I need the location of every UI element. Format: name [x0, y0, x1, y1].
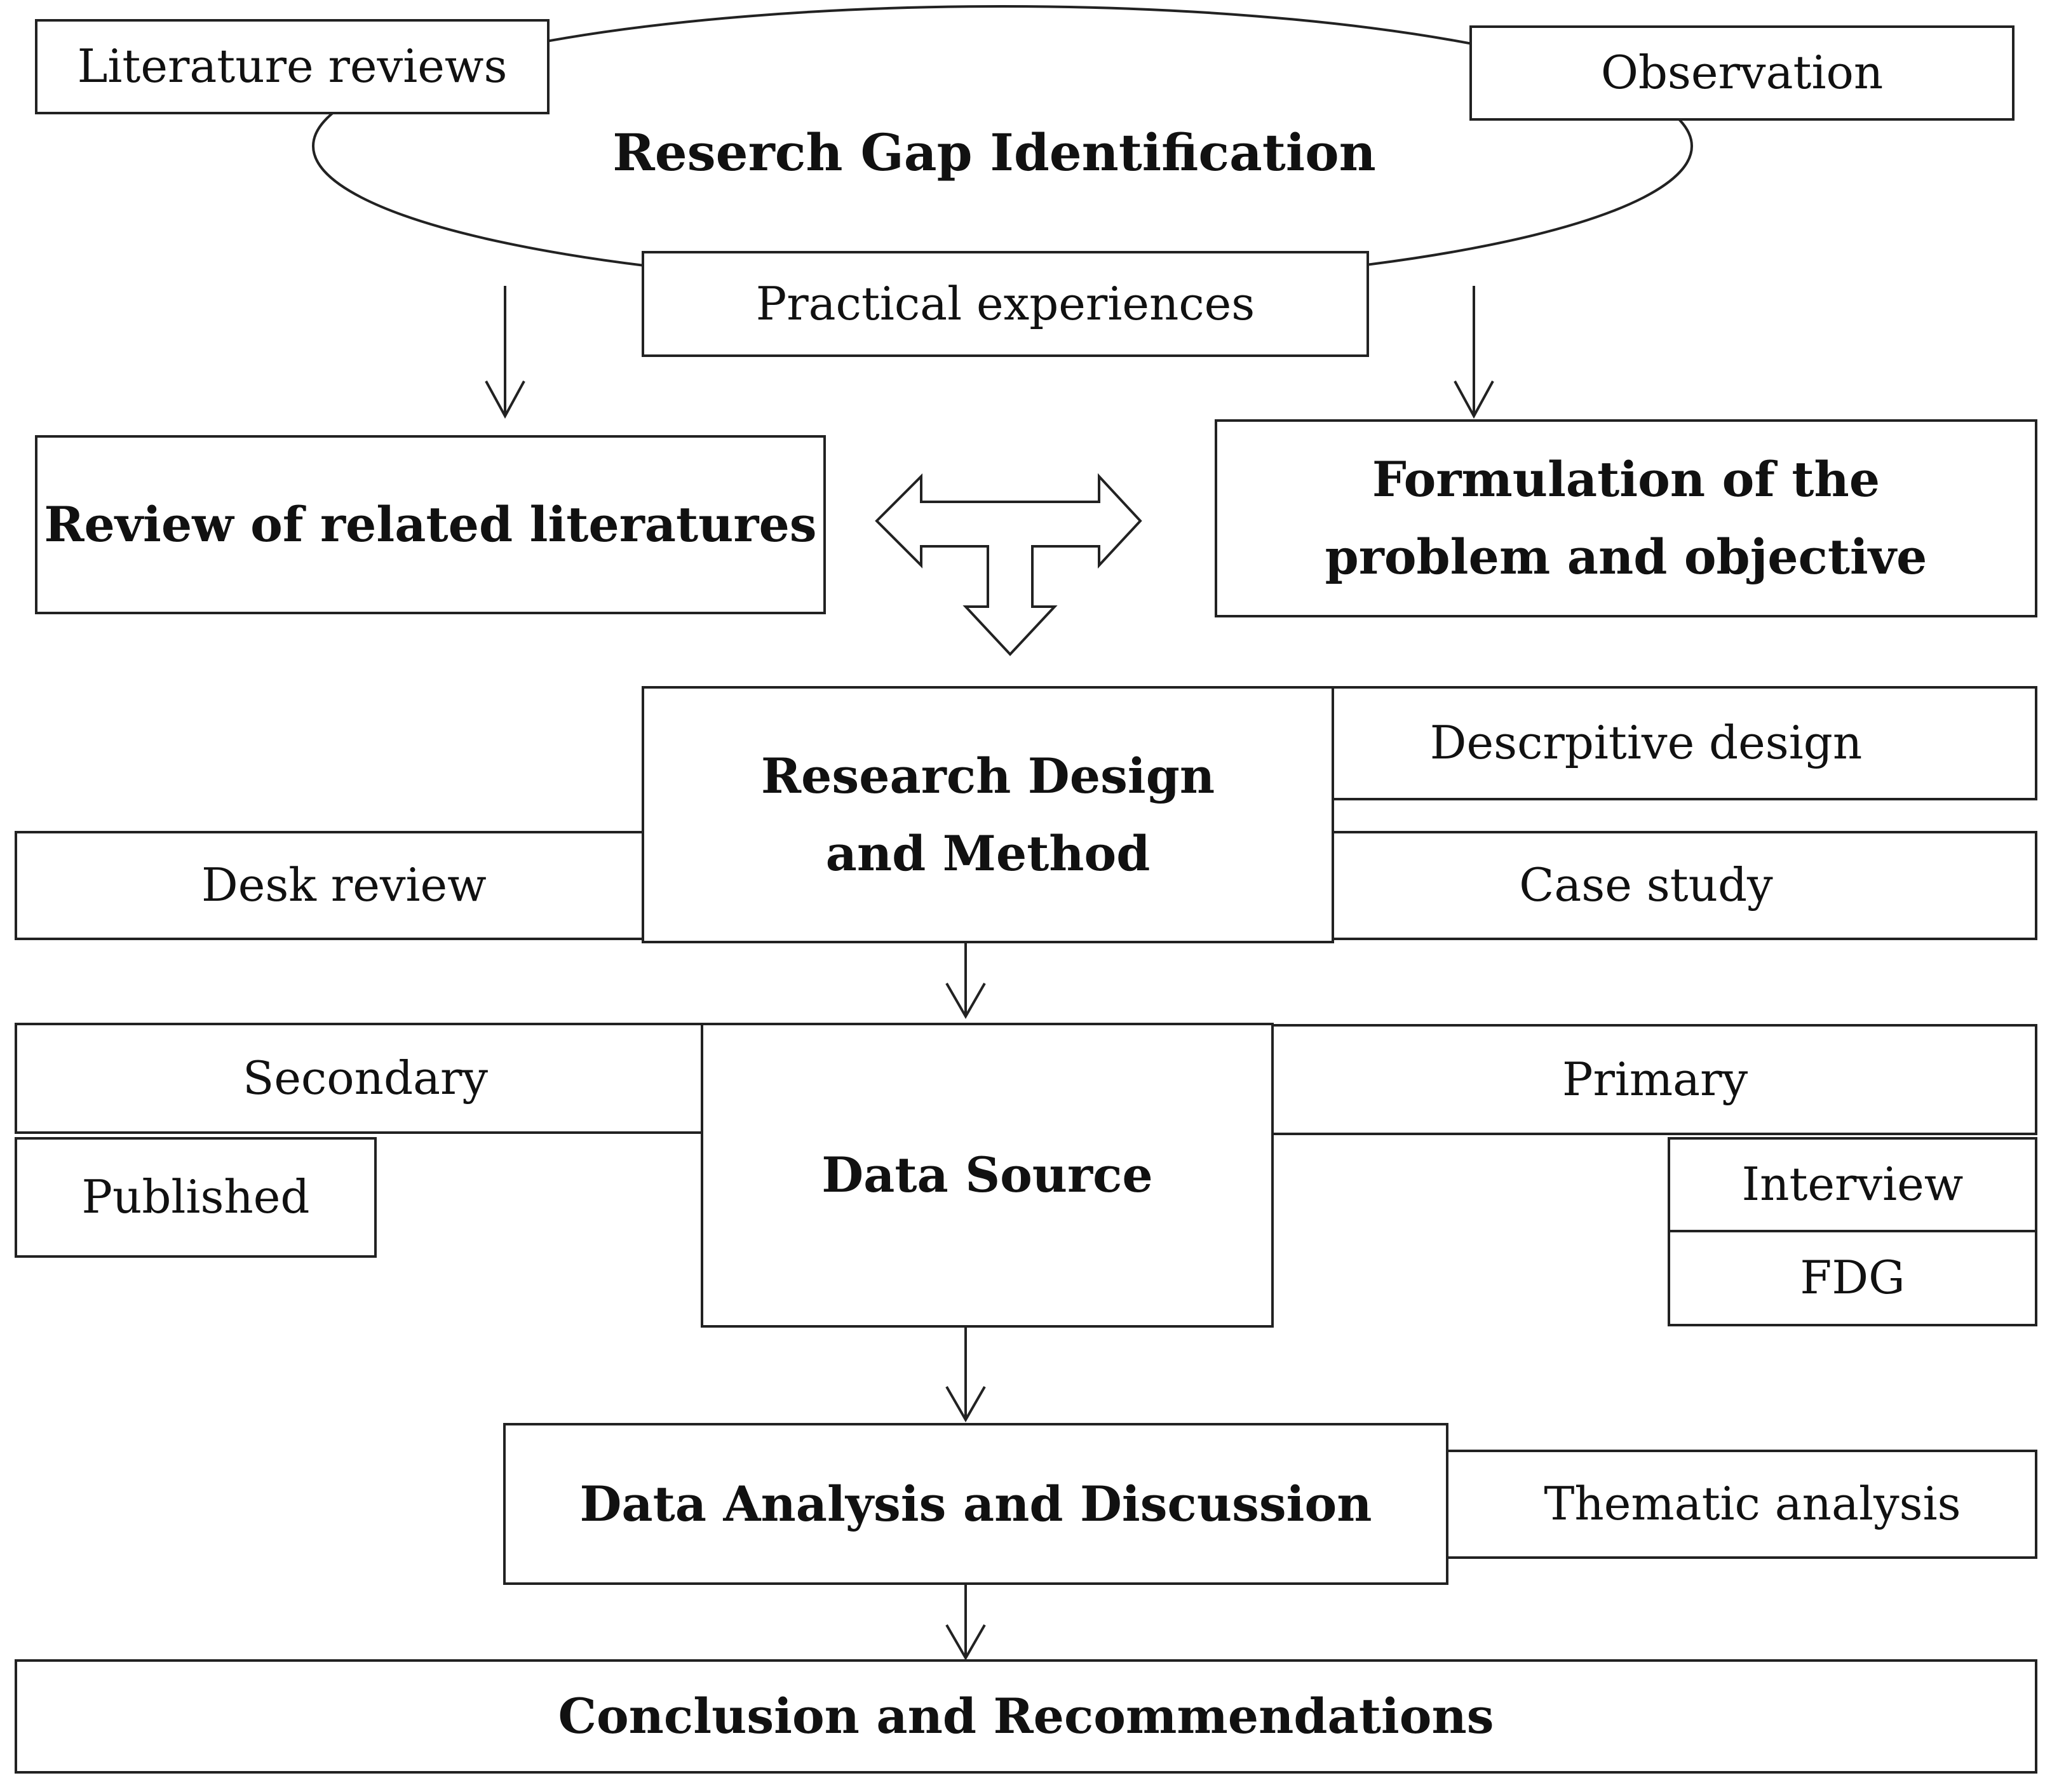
descriptive-design-label: Descrpitive design: [1429, 716, 1863, 770]
formulation-label: Formulation of the problem and objective: [1325, 451, 1927, 585]
thematic-analysis-label: Thematic analysis: [1544, 1477, 1961, 1531]
desk-review-label: Desk review: [201, 858, 487, 912]
descriptive-design-box: Descrpitive design: [1331, 686, 2037, 800]
arrow-to-analysis: [945, 1328, 986, 1423]
arrow-to-conclusion: [945, 1585, 986, 1661]
conclusion-box: Conclusion and Recommendations: [15, 1659, 2037, 1774]
published-label: Published: [81, 1170, 310, 1224]
thematic-analysis-box: Thematic analysis: [1442, 1450, 2037, 1559]
research-design-label: Research Design and Method: [760, 747, 1215, 882]
t-block-arrow: [875, 473, 1142, 656]
desk-review-box: Desk review: [15, 831, 650, 940]
observation-box: Observation: [1469, 25, 2015, 121]
practical-experiences-label: Practical experiences: [755, 276, 1255, 330]
secondary-box: Secondary: [15, 1023, 707, 1134]
literature-reviews-box: Literature reviews: [35, 19, 550, 114]
interview-label: Interview: [1741, 1157, 1964, 1211]
case-study-box: Case study: [1331, 831, 2037, 940]
secondary-label: Secondary: [243, 1051, 489, 1105]
case-study-label: Case study: [1519, 858, 1773, 912]
gap-title-text: Reserch Gap Identification: [612, 123, 1376, 182]
primary-label: Primary: [1562, 1052, 1748, 1106]
gap-title: Reserch Gap Identification: [572, 114, 1417, 191]
fdg-box: FDG: [1668, 1230, 2037, 1326]
arrow-to-data-source: [945, 940, 986, 1020]
research-design-box: Research Design and Method: [642, 686, 1334, 943]
conclusion-label: Conclusion and Recommendations: [558, 1688, 1494, 1745]
analysis-label: Data Analysis and Discussion: [579, 1475, 1372, 1532]
review-box: Review of related literatures: [35, 435, 826, 614]
review-label: Review of related literatures: [44, 496, 817, 553]
arrow-to-review: [485, 286, 525, 419]
literature-reviews-label: Literature reviews: [77, 39, 508, 93]
data-source-box: Data Source: [701, 1023, 1274, 1328]
primary-box: Primary: [1267, 1024, 2037, 1135]
published-box: Published: [15, 1137, 377, 1258]
analysis-box: Data Analysis and Discussion: [503, 1423, 1448, 1585]
observation-label: Observation: [1600, 46, 1884, 100]
data-source-label: Data Source: [821, 1147, 1153, 1204]
formulation-box: Formulation of the problem and objective: [1215, 419, 2037, 617]
practical-experiences-box: Practical experiences: [642, 251, 1369, 357]
arrow-to-formulation: [1454, 286, 1494, 419]
interview-box: Interview: [1668, 1137, 2037, 1232]
fdg-label: FDG: [1800, 1251, 1905, 1305]
